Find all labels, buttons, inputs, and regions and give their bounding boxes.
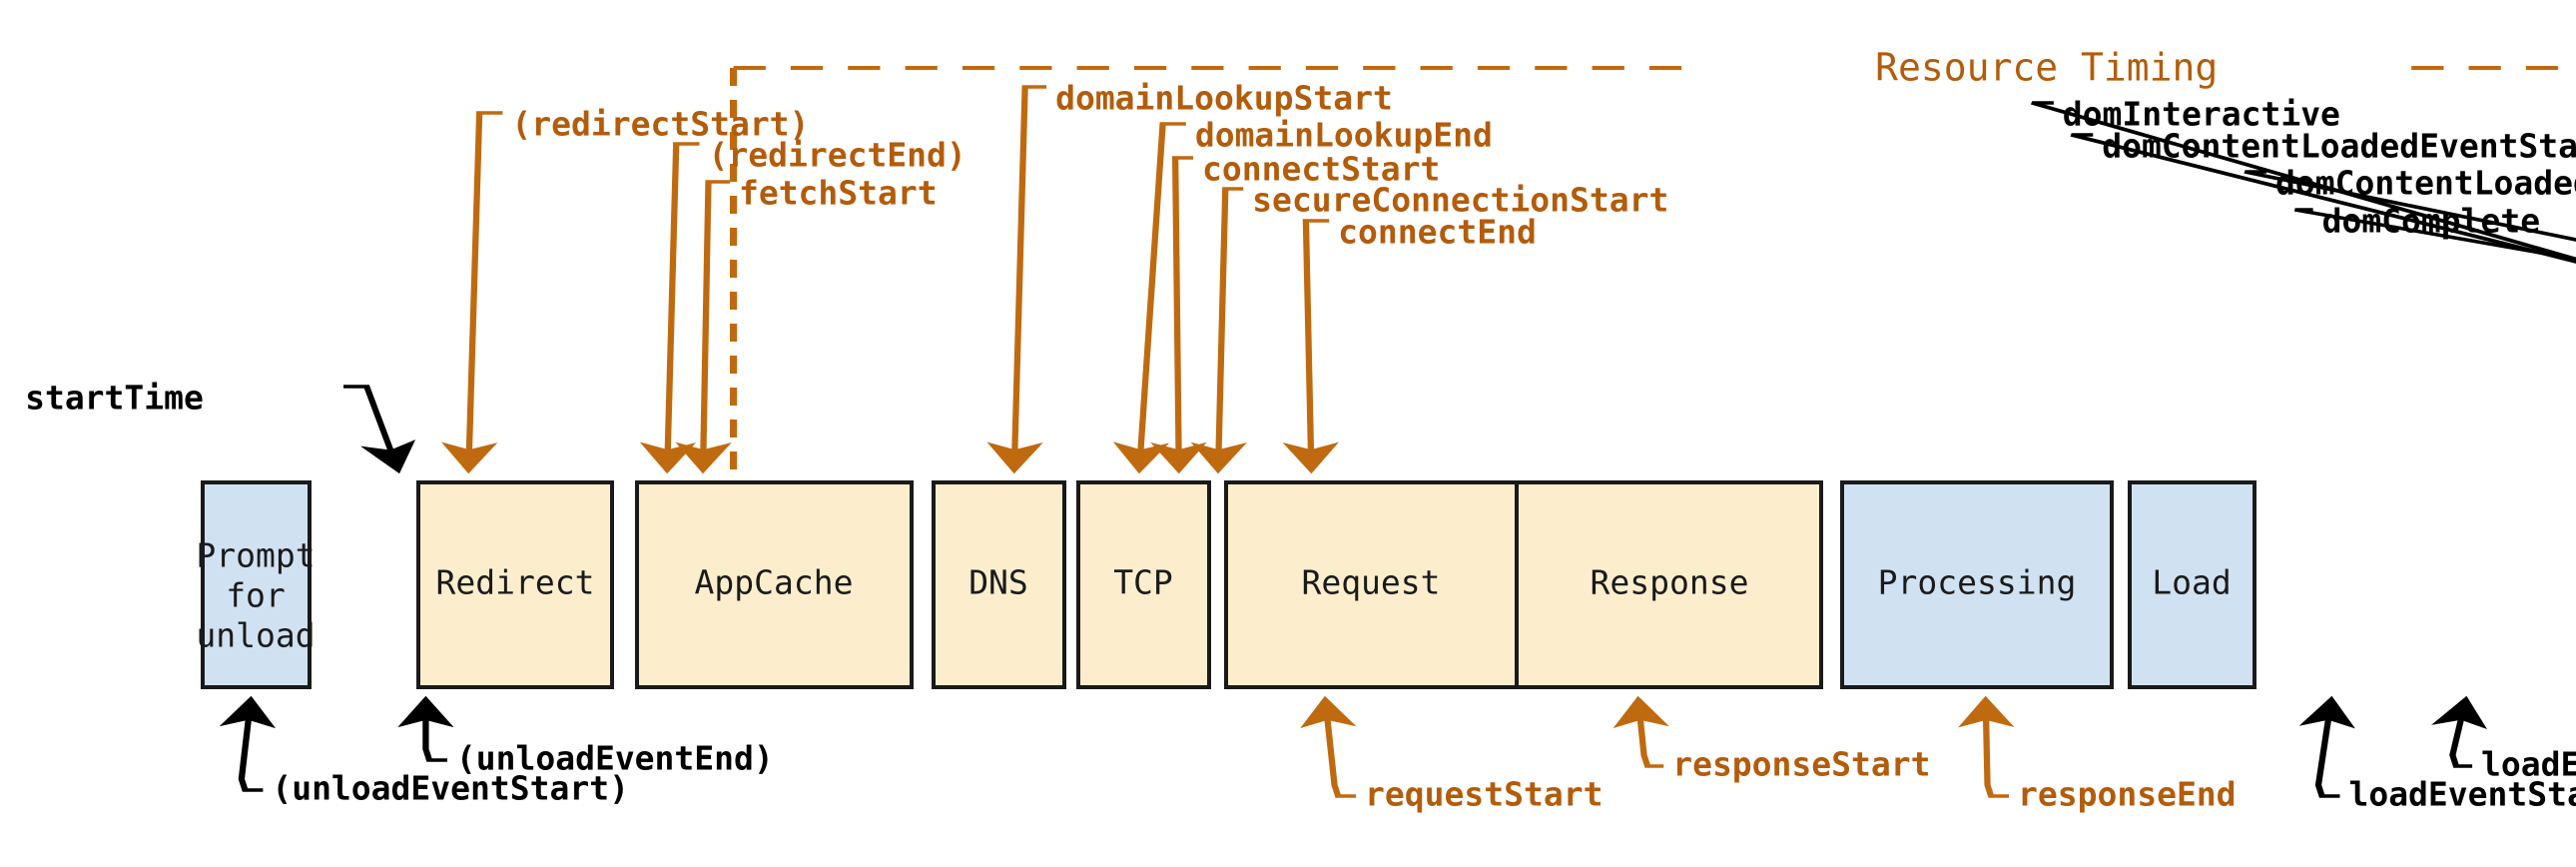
phase-rect-appcache <box>635 480 914 689</box>
phase-label-prompt-line-2: for <box>226 576 286 615</box>
marker-label-startTime: startTime <box>25 379 204 418</box>
resource-timing-label: Resource Timing <box>1875 46 2218 90</box>
phase-box-tcp[interactable]: TCP <box>1076 480 1211 689</box>
marker-label-domContentLoadedEventEnd: domContentLoadedEventEnd <box>2275 164 2576 203</box>
marker-label-redirectEnd: (redirectEnd) <box>709 136 966 175</box>
phase-label-prompt-line-3: unload <box>196 616 315 655</box>
marker-leader-unloadEventStart <box>219 695 277 792</box>
marker-leader-connectEnd <box>1282 219 1339 474</box>
marker-label-secureConnectionStart: secureConnectionStart <box>1252 181 1668 220</box>
phase-box-appcache[interactable]: AppCache <box>635 480 914 689</box>
phase-rect-processing <box>1840 480 2114 689</box>
marker-leader-responseEnd <box>1958 695 2015 798</box>
marker-label-loadEventStart: loadEventStart <box>2348 775 2576 814</box>
marker-leader-domContentLoadedEventEnd <box>2244 170 2576 242</box>
marker-redirectStart: (redirectStart) <box>440 105 809 474</box>
phase-label-request: Request <box>1301 563 1440 602</box>
marker-domContentLoadedEventEnd: domContentLoadedEventEnd <box>2244 164 2576 242</box>
marker-secureConnectionStart: secureConnectionStart <box>1190 181 1668 474</box>
phase-box-processing[interactable]: Processing <box>1840 480 2114 689</box>
marker-redirectEnd: (redirectEnd) <box>639 136 966 474</box>
phase-box-dns[interactable]: DNS <box>932 480 1066 689</box>
phase-box-prompt-for-unload[interactable]: Prompt for unload <box>196 480 316 689</box>
marker-label-domainLookupStart: domainLookupStart <box>1055 79 1393 118</box>
phase-label-appcache: AppCache <box>695 563 854 602</box>
marker-leader-responseStart <box>1612 695 1669 768</box>
marker-label-requestStart: requestStart <box>1365 775 1603 814</box>
phase-label-prompt-line-1: Prompt <box>196 536 315 575</box>
phase-rect-dns <box>932 480 1066 689</box>
marker-label-connectEnd: connectEnd <box>1338 213 1537 252</box>
marker-domComplete: domComplete <box>2293 202 2576 262</box>
marker-leader-fetchStart <box>675 180 732 474</box>
marker-leader-domainLookupStart <box>986 85 1047 474</box>
marker-label-responseStart: responseStart <box>1672 745 1930 784</box>
phase-label-redirect: Redirect <box>436 563 595 602</box>
marker-connectEnd: connectEnd <box>1282 213 1537 474</box>
marker-label-unloadEventEnd: (unloadEventEnd) <box>456 739 774 778</box>
phase-box-redirect[interactable]: Redirect <box>416 480 614 689</box>
marker-leader-domainLookupEnd <box>1112 122 1186 474</box>
marker-label-unloadEventStart: (unloadEventStart) <box>272 769 629 808</box>
marker-leader-secureConnectionStart <box>1190 187 1247 474</box>
marker-leader-domContentLoadedEventStart <box>2070 133 2576 264</box>
phase-boxes: Prompt for unload Redirect AppCache DNS <box>196 480 2256 689</box>
marker-label-domainLookupEnd: domainLookupEnd <box>1195 116 1493 155</box>
marker-fetchStart: fetchStart <box>675 174 938 474</box>
phase-rect-prompt-for-unload <box>201 480 312 689</box>
phase-label-processing: Processing <box>1878 563 2077 602</box>
marker-leader-startTime <box>342 385 416 474</box>
marker-startTime: startTime <box>25 379 416 474</box>
phase-label-response: Response <box>1591 563 1749 602</box>
marker-domainLookupStart: domainLookupStart <box>986 79 1393 474</box>
marker-label-loadEventEnd: loadEventEnd <box>2481 745 2576 784</box>
marker-label-fetchStart: fetchStart <box>739 174 938 213</box>
marker-leader-loadEventStart <box>2298 695 2355 798</box>
marker-domContentLoadedEventStart: domContentLoadedEventStart <box>2070 127 2576 264</box>
phase-label-dns: DNS <box>968 563 1028 602</box>
marker-connectStart: connectStart <box>1150 150 1440 474</box>
marker-leader-unloadEventEnd <box>397 695 454 762</box>
marker-requestStart: requestStart <box>1300 695 1603 814</box>
marker-unloadEventStart: (unloadEventStart) <box>219 695 629 808</box>
marker-leader-loadEventEnd <box>2431 695 2487 768</box>
marker-label-domContentLoadedEventStart: domContentLoadedEventStart <box>2102 127 2576 166</box>
marker-label-connectStart: connectStart <box>1202 150 1440 189</box>
marker-label-responseEnd: responseEnd <box>2018 775 2237 814</box>
marker-label-redirectStart: (redirectStart) <box>511 105 809 144</box>
marker-loadEventStart: loadEventStart <box>2298 695 2576 814</box>
marker-loadEventEnd: loadEventEnd <box>2431 695 2576 784</box>
marker-domainLookupEnd: domainLookupEnd <box>1112 116 1493 474</box>
marker-leader-domComplete <box>2293 208 2576 262</box>
phase-box-request-response[interactable]: Request Response <box>1224 480 1823 689</box>
resource-timing-bracket: Resource Timing <box>729 46 2576 479</box>
marker-domInteractive: domInteractive <box>2030 95 2576 262</box>
phase-rect-tcp <box>1076 480 1211 689</box>
phase-label-load: Load <box>2152 563 2231 602</box>
marker-leader-requestStart <box>1300 695 1357 798</box>
marker-responseStart: responseStart <box>1612 695 1930 784</box>
phase-box-load[interactable]: Load <box>2128 480 2256 689</box>
marker-leader-domInteractive <box>2030 101 2576 262</box>
marker-leader-connectStart <box>1150 156 1207 474</box>
marker-leader-redirectStart <box>440 111 503 474</box>
marker-leader-redirectEnd <box>639 142 700 474</box>
phase-rect-redirect <box>416 480 614 689</box>
marker-unloadEventEnd: (unloadEventEnd) <box>397 695 774 778</box>
phase-rect-request-response <box>1224 480 1823 689</box>
marker-responseEnd: responseEnd <box>1958 695 2237 814</box>
phase-label-tcp: TCP <box>1113 563 1173 602</box>
phase-rect-load <box>2128 480 2256 689</box>
